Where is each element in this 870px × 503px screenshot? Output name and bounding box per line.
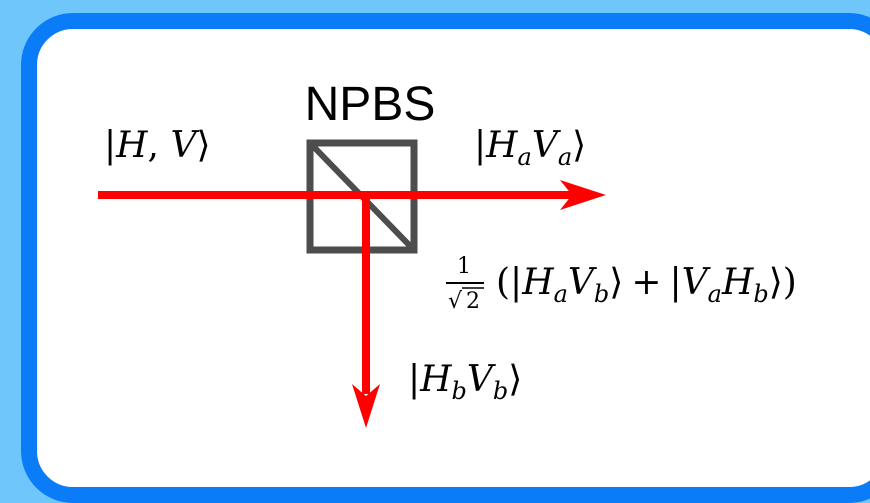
reflected-arrowhead-icon xyxy=(352,384,380,428)
input-state-label: |H, V⟩ xyxy=(104,125,210,166)
transmitted-state-label: |HaVa⟩ xyxy=(474,125,586,171)
diagram-canvas: NPBS |H, V⟩ |HaVa⟩ |HbVb⟩ 1 √ 2 (|HaVb⟩+… xyxy=(21,13,870,503)
fraction-numerator: 1 xyxy=(457,254,471,279)
reflected-state-label: |HbVb⟩ xyxy=(408,359,522,405)
fraction-denominator: 2 xyxy=(466,289,480,314)
superposition-terms: (|HaVb⟩+|VaHb⟩) xyxy=(496,262,797,308)
superposition-expression: 1 √ 2 (|HaVb⟩+|VaHb⟩) xyxy=(446,254,797,314)
fraction-sqrt-symbol: √ xyxy=(448,289,463,314)
npbs-label: NPBS xyxy=(305,78,436,131)
transmitted-arrowhead-icon xyxy=(560,180,606,210)
optics-diagram: NPBS |H, V⟩ |HaVa⟩ |HbVb⟩ 1 √ 2 (|HaVb⟩+… xyxy=(98,78,797,428)
